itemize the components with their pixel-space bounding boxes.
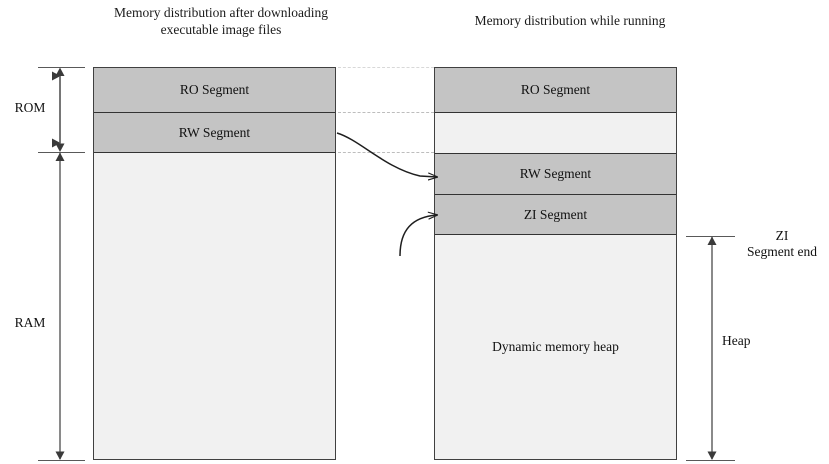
guide-line-top: [338, 67, 434, 68]
rom-measure-label: ROM: [14, 100, 46, 115]
right-panel-title: Memory distribution while running: [474, 13, 666, 28]
zi-creation-arrow: [399, 215, 437, 257]
right-segment-zi: ZI Segment: [435, 195, 676, 235]
rom-tick-bottom: [38, 152, 85, 153]
left-segment-rw: RW Segment: [94, 113, 335, 153]
heap-dimension-arrow: [707, 236, 717, 460]
rom-tick-top: [38, 67, 85, 68]
left-segment-free: [94, 153, 335, 458]
left-memory-column: RO Segment RW Segment: [93, 67, 336, 460]
right-segment-rw: RW Segment: [435, 154, 676, 195]
left-segment-ro: RO Segment: [94, 68, 335, 113]
rw-relocation-arrow: [336, 132, 437, 177]
ram-tick-bottom: [38, 460, 85, 461]
heap-tick-bottom: [686, 460, 735, 461]
guide-line-ro-rw: [338, 112, 434, 113]
heap-tick-top: [686, 236, 735, 237]
guide-line-rw-end: [338, 152, 434, 153]
right-segment-ro: RO Segment: [435, 68, 676, 113]
ram-dimension-arrow: [55, 152, 65, 460]
rom-dimension-arrow: [52, 67, 65, 152]
right-segment-heap: Dynamic memory heap: [435, 235, 676, 458]
ram-measure-label: RAM: [14, 315, 46, 330]
zi-segment-end-label-line1: ZI: [775, 228, 789, 243]
right-memory-column: RO Segment RW Segment ZI Segment Dynamic…: [434, 67, 677, 460]
zi-segment-end-label: ZI Segment end: [735, 228, 829, 260]
right-segment-gap: [435, 113, 676, 154]
zi-segment-end-label-line2: Segment end: [746, 244, 818, 259]
left-panel-title: Memory distribution after downloading ex…: [113, 5, 329, 37]
heap-measure-label: Heap: [722, 333, 751, 348]
